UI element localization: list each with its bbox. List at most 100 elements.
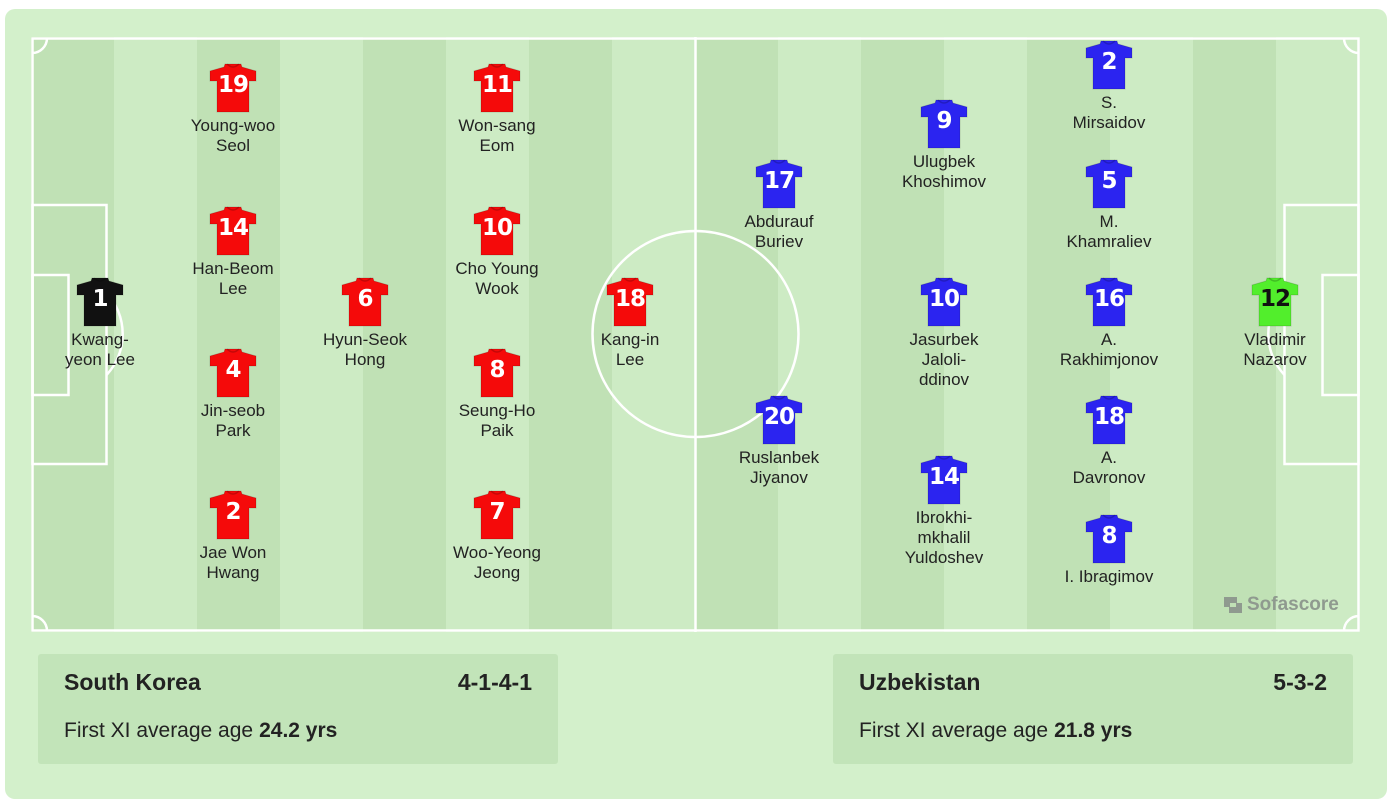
- pitch: [31, 37, 1360, 632]
- away-player[interactable]: 5 M. Khamraliev: [1049, 159, 1169, 252]
- jersey-icon: 19: [209, 63, 257, 113]
- sofascore-logo: Sofascore: [1223, 594, 1339, 616]
- shirt-number: 5: [1101, 168, 1117, 194]
- player-name: Young-woo Seol: [190, 116, 276, 155]
- away-player[interactable]: 8 I. Ibragimov: [1049, 514, 1169, 587]
- shirt-number: 1: [92, 286, 108, 312]
- player-name: Jasurbek Jaloli- ddinov: [909, 330, 979, 389]
- shirt-number: 6: [357, 286, 373, 312]
- shirt-number: 10: [481, 215, 513, 241]
- player-name: Cho Young Wook: [455, 259, 539, 298]
- shirt-number: 7: [489, 499, 505, 525]
- home-age-label: First XI average age: [64, 719, 254, 742]
- player-name: Abdurauf Buriev: [744, 212, 814, 251]
- sofascore-icon: [1224, 597, 1242, 613]
- shirt-number: 14: [217, 215, 249, 241]
- away-age-label: First XI average age: [859, 719, 1049, 742]
- jersey-icon: 5: [1085, 159, 1133, 209]
- jersey-icon: 7: [473, 490, 521, 540]
- player-name: Jae Won Hwang: [199, 543, 267, 582]
- jersey-icon: 10: [473, 206, 521, 256]
- player-name: Ulugbek Khoshimov: [901, 152, 987, 191]
- jersey-icon: 6: [341, 277, 389, 327]
- jersey-icon: 18: [1085, 395, 1133, 445]
- away-age-value: 21.8 yrs: [1054, 719, 1133, 742]
- jersey-icon: 1: [76, 277, 124, 327]
- player-name: Ruslanbek Jiyanov: [738, 448, 820, 487]
- shirt-number: 16: [1093, 286, 1125, 312]
- away-formation: 5-3-2: [1273, 669, 1327, 695]
- jersey-icon: 10: [920, 277, 968, 327]
- jersey-icon: 16: [1085, 277, 1133, 327]
- shirt-number: 10: [928, 286, 960, 312]
- away-player[interactable]: 16 A. Rakhimjonov: [1049, 277, 1169, 370]
- jersey-icon: 11: [473, 63, 521, 113]
- jersey-icon: 8: [1085, 514, 1133, 564]
- shirt-number: 4: [225, 357, 241, 383]
- jersey-icon: 12: [1251, 277, 1299, 327]
- player-name: Vladimir Nazarov: [1243, 330, 1307, 369]
- shirt-number: 11: [481, 72, 513, 98]
- player-name: M. Khamraliev: [1066, 212, 1152, 251]
- player-name: Jin-seob Park: [200, 401, 266, 440]
- jersey-icon: 8: [473, 348, 521, 398]
- shirt-number: 18: [1093, 404, 1125, 430]
- player-name: Woo-Yeong Jeong: [453, 543, 541, 582]
- away-player[interactable]: 18 A. Davronov: [1049, 395, 1169, 488]
- player-name: Han-Beom Lee: [192, 259, 274, 298]
- home-team-card: South Korea 4-1-4-1 First XI average age…: [38, 654, 558, 764]
- shirt-number: 14: [928, 464, 960, 490]
- shirt-number: 12: [1259, 286, 1291, 312]
- jersey-icon: 17: [755, 159, 803, 209]
- away-player[interactable]: 2 S. Mirsaidov: [1049, 40, 1169, 133]
- jersey-icon: 20: [755, 395, 803, 445]
- player-name: Kwang- yeon Lee: [65, 330, 135, 369]
- shirt-number: 8: [489, 357, 505, 383]
- shirt-number: 8: [1101, 523, 1117, 549]
- brand-name: Sofascore: [1247, 594, 1339, 615]
- shirt-number: 9: [936, 108, 952, 134]
- jersey-icon: 18: [606, 277, 654, 327]
- player-name: Won-sang Eom: [458, 116, 536, 155]
- shirt-number: 18: [614, 286, 646, 312]
- home-team-name[interactable]: South Korea: [64, 669, 201, 695]
- home-formation: 4-1-4-1: [457, 669, 532, 695]
- player-name: A. Davronov: [1072, 448, 1146, 487]
- jersey-icon: 2: [1085, 40, 1133, 90]
- player-name: Hyun-Seok Hong: [322, 330, 408, 369]
- player-name: I. Ibragimov: [1064, 567, 1154, 586]
- player-name: Seung-Ho Paik: [458, 401, 536, 440]
- away-team-name[interactable]: Uzbekistan: [859, 669, 981, 695]
- shirt-number: 19: [217, 72, 249, 98]
- shirt-number: 2: [1101, 49, 1117, 75]
- shirt-number: 17: [763, 168, 795, 194]
- jersey-icon: 2: [209, 490, 257, 540]
- shirt-number: 20: [763, 404, 795, 430]
- jersey-icon: 14: [920, 455, 968, 505]
- shirt-number: 2: [225, 499, 241, 525]
- player-name: A. Rakhimjonov: [1059, 330, 1159, 369]
- player-name: S. Mirsaidov: [1072, 93, 1146, 132]
- jersey-icon: 14: [209, 206, 257, 256]
- player-name: Ibrokhi- mkhalil Yuldoshev: [904, 508, 984, 567]
